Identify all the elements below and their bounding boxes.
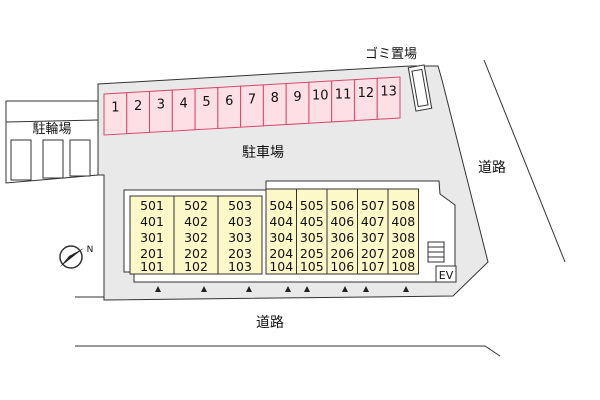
unit-number: 107 [361, 259, 385, 274]
elevator-label: EV [439, 269, 454, 282]
unit-number: 103 [228, 259, 252, 274]
parking-slot-number: 13 [380, 85, 397, 100]
unit-number: 501 [140, 198, 164, 213]
unit-number: 102 [184, 259, 208, 274]
unit-number: 203 [228, 246, 252, 261]
parking-slot-number: 9 [293, 90, 301, 105]
parking-slot-number: 8 [271, 91, 279, 106]
bicycle-rack-2 [42, 139, 64, 179]
unit-number: 308 [391, 230, 415, 245]
unit-number: 202 [184, 246, 208, 261]
parking-slot-number: 6 [225, 94, 233, 109]
unit-number: 405 [300, 214, 324, 229]
unit-number: 404 [269, 214, 293, 229]
unit-number: 508 [391, 198, 415, 213]
unit-number: 505 [300, 198, 324, 213]
unit-number: 306 [330, 230, 354, 245]
unit-number: 506 [330, 198, 354, 213]
unit-number: 403 [228, 214, 252, 229]
unit-number: 106 [330, 259, 354, 274]
compass-north-label: N [87, 245, 94, 255]
road-edge-right-outer [483, 59, 566, 263]
road-label-bottom: 道路 [256, 315, 284, 331]
unit-column [387, 188, 419, 275]
unit-number: 205 [300, 246, 324, 261]
elevator [435, 265, 457, 283]
unit-number: 401 [140, 214, 164, 229]
compass: N [59, 245, 94, 269]
entrance-arrow [304, 286, 310, 292]
unit-number: 204 [269, 246, 293, 261]
unit-number: 206 [330, 246, 354, 261]
parking-slot-number: 5 [202, 95, 210, 110]
parking-slot-number: 1 [111, 100, 119, 115]
building-units: 5014013012011015024023022021025034033032… [129, 188, 419, 275]
unit-number: 208 [391, 246, 415, 261]
parking-slot-number: 4 [180, 96, 188, 111]
unit-number: 504 [269, 198, 293, 213]
unit-number: 303 [228, 230, 252, 245]
unit-number: 105 [300, 259, 324, 274]
unit-column [326, 188, 358, 275]
unit-number: 108 [391, 259, 415, 274]
garbage-label: ゴミ置場 [365, 46, 417, 62]
garbage-area-inner [411, 68, 429, 108]
unit-number: 407 [361, 214, 385, 229]
unit-column [296, 188, 328, 275]
parking-slot [376, 76, 401, 120]
entrance-arrow [201, 286, 207, 292]
unit-number: 305 [300, 230, 324, 245]
entrance-arrow [285, 286, 291, 292]
unit-number: 503 [228, 198, 252, 213]
unit-number: 304 [269, 230, 293, 245]
unit-number: 301 [140, 230, 164, 245]
unit-number: 307 [361, 230, 385, 245]
parking-label: 駐車場 [242, 144, 284, 161]
bicycle-rack-3 [69, 139, 91, 177]
parking-slot-number: 10 [312, 89, 329, 104]
unit-number: 408 [391, 214, 415, 229]
entrance-arrow [246, 286, 252, 292]
compass-needle [60, 248, 84, 267]
entrance-arrow [155, 286, 161, 292]
parking-slot-number: 2 [134, 99, 142, 114]
unit-column [357, 188, 389, 275]
road-label-right: 道路 [478, 160, 506, 176]
entrance-arrow [363, 286, 369, 292]
bicycle-label: 駐輪場 [32, 121, 71, 137]
unit-number: 104 [269, 259, 293, 274]
unit-column [265, 188, 297, 275]
unit-number: 406 [330, 214, 354, 229]
road-edge-bottom [75, 345, 501, 357]
parking-slot-number: 7 [248, 93, 256, 108]
parking-slot-number: 12 [358, 86, 375, 101]
unit-number: 402 [184, 214, 208, 229]
unit-number: 207 [361, 246, 385, 261]
parking-slot-number: 11 [335, 87, 352, 102]
unit-number: 502 [184, 198, 208, 213]
parking-slot-number: 3 [157, 98, 165, 113]
entrance-arrow [342, 286, 348, 292]
unit-column [217, 195, 263, 275]
unit-number: 101 [140, 259, 164, 274]
unit-number: 507 [361, 198, 385, 213]
unit-number: 302 [184, 230, 208, 245]
entrance-arrow [403, 286, 409, 292]
entrance-arrows [155, 286, 409, 292]
unit-number: 201 [140, 246, 164, 261]
bicycle-area-divider [5, 119, 99, 123]
bicycle-rack-1 [10, 139, 32, 181]
